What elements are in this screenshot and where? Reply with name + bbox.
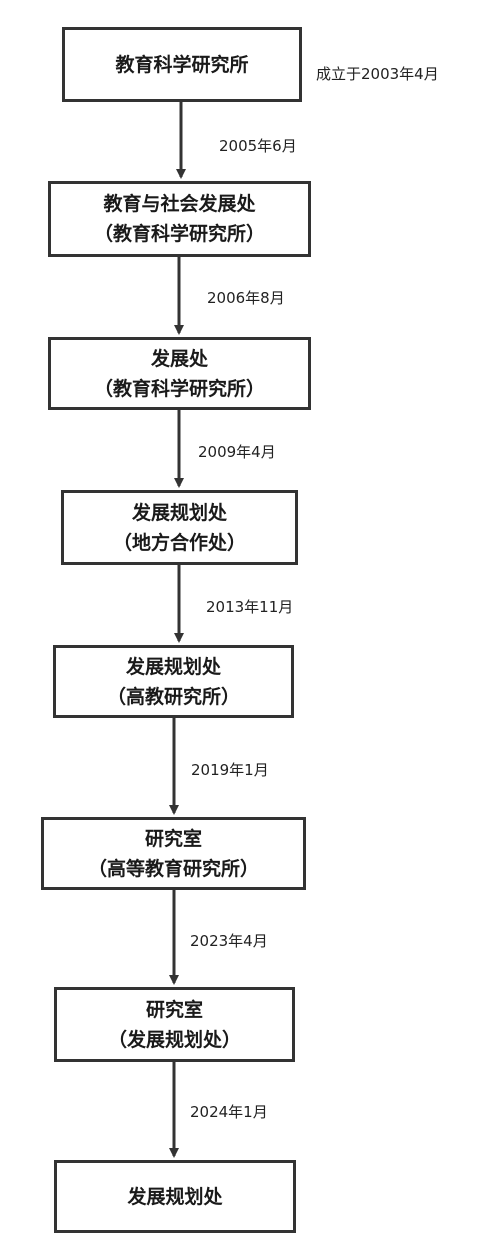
node-5-title: 发展规划处 [125, 655, 221, 678]
node-4-subtitle: （地方合作处） [112, 531, 246, 554]
node-3-title: 发展处 [150, 347, 208, 370]
node-6: 研究室 （高等教育研究所） [41, 817, 306, 890]
transition-1: 2005年6月 [219, 137, 297, 155]
node-4: 发展规划处 （地方合作处） [61, 490, 298, 565]
transition-2: 2006年8月 [207, 289, 285, 307]
transition-7: 2024年1月 [190, 1103, 268, 1121]
node-6-title: 研究室 [144, 827, 202, 850]
node-2-subtitle: （教育科学研究所） [93, 223, 265, 245]
node-7: 研究室 （发展规划处） [54, 987, 295, 1062]
node-2: 教育与社会发展处 （教育科学研究所） [48, 181, 311, 257]
transition-5: 2019年1月 [191, 761, 269, 779]
founded-note: 成立于2003年4月 [316, 65, 439, 83]
node-1: 教育科学研究所 [62, 27, 302, 102]
node-6-subtitle: （高等教育研究所） [87, 857, 259, 880]
node-1-title: 教育科学研究所 [115, 53, 249, 76]
transition-3: 2009年4月 [198, 443, 276, 461]
node-5: 发展规划处 （高教研究所） [53, 645, 294, 718]
node-8-title: 发展规划处 [127, 1185, 223, 1208]
node-3-subtitle: （教育科学研究所） [93, 377, 265, 400]
transition-4: 2013年11月 [206, 598, 294, 616]
node-2-title: 教育与社会发展处 [103, 193, 256, 215]
node-7-subtitle: （发展规划处） [107, 1028, 241, 1051]
node-7-title: 研究室 [145, 998, 203, 1021]
transition-6: 2023年4月 [190, 932, 268, 950]
node-4-title: 发展规划处 [131, 501, 227, 524]
node-5-subtitle: （高教研究所） [106, 685, 240, 708]
node-3: 发展处 （教育科学研究所） [48, 337, 311, 410]
node-8: 发展规划处 [54, 1160, 296, 1233]
